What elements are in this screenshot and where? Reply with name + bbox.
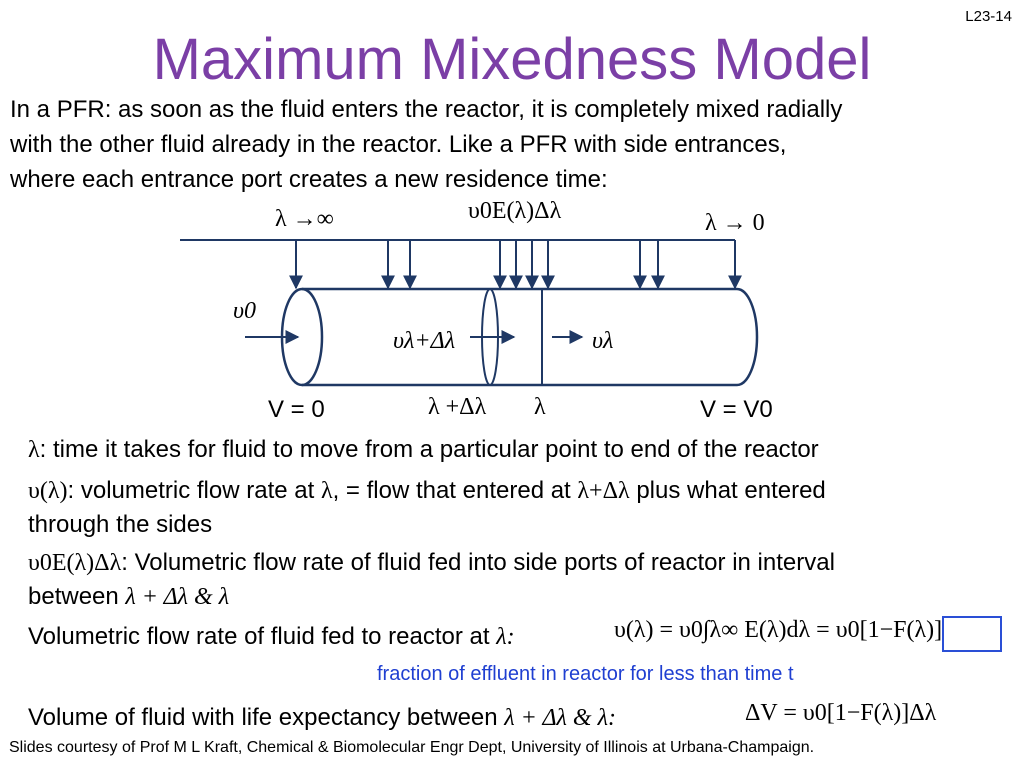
label-flow-plus: υλ+Δλ <box>393 328 456 354</box>
side-port-arrows <box>289 240 742 290</box>
intro-line: In a PFR: as soon as the fluid enters th… <box>10 96 843 123</box>
flow-definition: υ(λ): volumetric flow rate at λ, = flow … <box>28 474 826 541</box>
side-feed-line2-sym: λ + Δλ & λ <box>125 584 230 610</box>
flow-sym-b: λ+Δλ <box>577 478 630 504</box>
intro-line: with the other fluid already in the reac… <box>10 131 787 158</box>
reactor-diagram <box>180 239 759 387</box>
volumetric-sym: λ: <box>496 624 515 650</box>
highlight-box <box>942 616 1002 652</box>
side-feed-line2-a: between <box>28 583 126 610</box>
volumetric-text: Volumetric flow rate of fluid fed to rea… <box>28 623 497 650</box>
label-lambda-zero: λ → 0 <box>705 210 765 236</box>
reactor-cylinder <box>280 287 759 387</box>
label-lambda-infinity: λ →∞ <box>275 206 334 232</box>
flow-text-b: , = flow that entered at <box>332 477 578 504</box>
label-v-zero: V = 0 <box>268 396 325 423</box>
label-flow: υλ <box>592 328 614 354</box>
volume-statement: Volume of fluid with life expectancy bet… <box>28 701 616 735</box>
flow-symbol: υ(λ) <box>28 478 68 504</box>
side-feed-text: : Volumetric flow rate of fluid fed into… <box>121 549 835 576</box>
footer-credit: Slides courtesy of Prof M L Kraft, Chemi… <box>9 739 815 756</box>
volumetric-equation: υ(λ) = υ0∫λ∞ E(λ)dλ = υ0[1−F(λ)] <box>614 617 943 643</box>
volumetric-flow-statement: Volumetric flow rate of fluid fed to rea… <box>28 620 515 654</box>
lambda-definition-text: : time it takes for fluid to move from a… <box>39 436 819 463</box>
flow-text-a: : volumetric flow rate at <box>67 477 321 504</box>
flow-sym-a: λ <box>320 478 333 504</box>
page-title: Maximum Mixedness Model <box>152 27 872 92</box>
intro-line: where each entrance port creates a new r… <box>10 166 608 193</box>
lambda-definition: λ: time it takes for fluid to move from … <box>28 433 819 467</box>
label-lambda-plus: λ +Δλ <box>428 394 487 420</box>
label-side-feed: υ0E(λ)Δλ <box>468 198 561 225</box>
side-feed-symbol: υ0E(λ)Δλ <box>28 550 122 576</box>
slide-number: L23-14 <box>965 8 1012 25</box>
label-v-end: V = V0 <box>700 396 773 423</box>
label-inlet-flow: υ0 <box>233 298 257 324</box>
label-lambda: λ <box>534 394 546 420</box>
side-feed-text: υ0E(λ)Δλ <box>468 198 562 224</box>
flow-line-2: through the sides <box>28 511 213 538</box>
volume-text: Volume of fluid with life expectancy bet… <box>28 704 505 731</box>
lambda-symbol: λ <box>28 437 40 463</box>
fraction-note: fraction of effluent in reactor for less… <box>377 663 794 685</box>
volume-sym: λ + Δλ & λ: <box>504 705 616 731</box>
volume-equation: ΔV = υ0[1−F(λ)]Δλ <box>745 700 937 726</box>
intro-paragraph: In a PFR: as soon as the fluid enters th… <box>10 92 1015 197</box>
flow-text-c: plus what entered <box>629 477 826 504</box>
side-feed-definition: υ0E(λ)Δλ: Volumetric flow rate of fluid … <box>28 546 835 614</box>
